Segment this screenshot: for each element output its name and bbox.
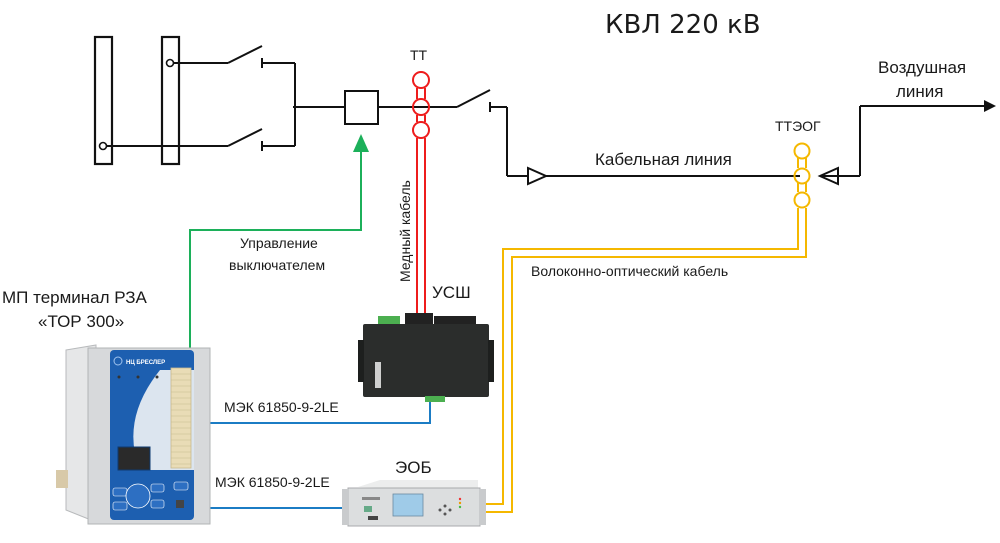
circuit-breaker — [344, 90, 379, 125]
cable-line-label: Кабельная линия — [595, 150, 732, 169]
overhead-line-label-1: Воздушная — [878, 58, 966, 77]
relay-terminal-label-2: «ТОР 300» — [38, 312, 124, 331]
optical-cable — [478, 208, 807, 513]
breaker-control-label-2: выключателем — [229, 257, 325, 273]
merging-unit-device — [358, 313, 494, 402]
breaker-control-line — [189, 142, 362, 350]
current-transformer-icon — [412, 71, 430, 139]
iec-link-label-2: МЭК 61850-9-2LE — [215, 474, 330, 490]
busbar-1 — [93, 35, 114, 166]
optical-current-transformer-icon — [793, 142, 811, 209]
busbar-2 — [160, 35, 181, 166]
electronic-unit-device — [342, 480, 486, 527]
line-disconnector — [456, 89, 800, 177]
relay-terminal-device: НЦ БРЕСЛЕР — [56, 344, 211, 525]
ct-optical-label: ТТЭОГ — [775, 118, 821, 134]
device-brand: НЦ БРЕСЛЕР — [126, 360, 165, 366]
disconnector-bottom — [107, 128, 295, 151]
ct-label: ТТ — [410, 47, 428, 63]
diagram-title: КВЛ 220 кВ — [605, 10, 761, 40]
iec-link-label-1: МЭК 61850-9-2LE — [224, 399, 339, 415]
arrow-up-icon — [353, 134, 369, 152]
merging-unit-label: УСШ — [432, 283, 471, 302]
breaker-control-label-1: Управление — [240, 235, 318, 251]
arrow-right-icon — [984, 100, 996, 112]
relay-terminal-label-1: МП терминал РЗА — [2, 288, 148, 307]
copper-cable — [416, 138, 426, 318]
cable-termination-left-icon — [527, 166, 549, 186]
optical-cable-label: Волоконно-оптический кабель — [531, 263, 728, 279]
copper-cable-label: Медный кабель — [397, 180, 413, 282]
electronic-unit-label: ЭОБ — [395, 458, 432, 477]
disconnector-top — [174, 45, 296, 146]
busbar-2-node — [165, 58, 175, 68]
overhead-line-label-2: линия — [896, 82, 944, 101]
busbar-1-node — [98, 141, 108, 151]
iec-link-merging-unit — [205, 398, 431, 424]
